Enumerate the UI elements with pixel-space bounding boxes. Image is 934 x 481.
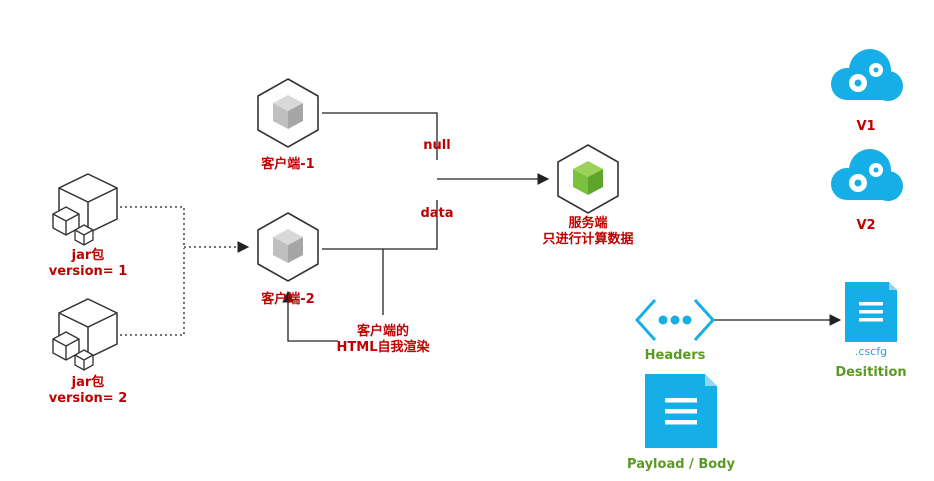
data-edge-label: data xyxy=(420,206,454,221)
destination-label: Desitition xyxy=(835,365,907,380)
payload-document-icon xyxy=(645,374,717,448)
headers-chevron-dots-icon xyxy=(634,298,716,342)
null-edge-label: null xyxy=(423,138,451,153)
server-label-line2: 只进行计算数据 xyxy=(542,232,634,247)
v2-label: V2 xyxy=(856,218,876,233)
render-label-line2: HTML自我渲染 xyxy=(336,340,430,355)
jar1-cubes-icon xyxy=(52,173,118,246)
cscfg-document-icon xyxy=(845,282,897,342)
v1-cloud-gear-icon xyxy=(831,49,903,101)
v1-label: V1 xyxy=(856,119,876,134)
cscfg-ext-label: .cscfg xyxy=(854,345,888,358)
client1-label: 客户端-1 xyxy=(261,157,315,172)
jar2-cubes-icon xyxy=(52,298,118,371)
render-label: 客户端的 HTML自我渲染 xyxy=(318,324,448,356)
jar2-label-line1: jar包 xyxy=(71,375,105,390)
edge-render-back xyxy=(282,290,338,342)
server-cube-icon xyxy=(557,144,619,214)
render-label-line1: 客户端的 xyxy=(356,324,409,339)
v2-cloud-gear-icon xyxy=(831,149,903,201)
headers-label: Headers xyxy=(644,348,706,363)
server-label-line1: 服务端 xyxy=(568,216,608,231)
server-label: 服务端 只进行计算数据 xyxy=(528,216,648,248)
edge-client1-null xyxy=(322,112,438,160)
edge-client2-data xyxy=(322,200,438,250)
jar2-label-line2: version= 2 xyxy=(48,391,128,406)
edge-jar2-dotted xyxy=(120,248,185,336)
jar2-label: jar包 version= 2 xyxy=(28,375,148,407)
client2-cube-icon xyxy=(257,212,319,282)
payload-label: Payload / Body xyxy=(627,457,735,472)
jar1-label-line1: jar包 xyxy=(71,248,105,263)
connectors xyxy=(120,112,842,342)
jar1-label-line2: version= 1 xyxy=(48,264,128,279)
edge-jar1-dotted xyxy=(120,206,185,246)
client1-cube-icon xyxy=(257,78,319,148)
jar1-label: jar包 version= 1 xyxy=(28,248,148,280)
client2-label: 客户端-2 xyxy=(261,292,315,307)
